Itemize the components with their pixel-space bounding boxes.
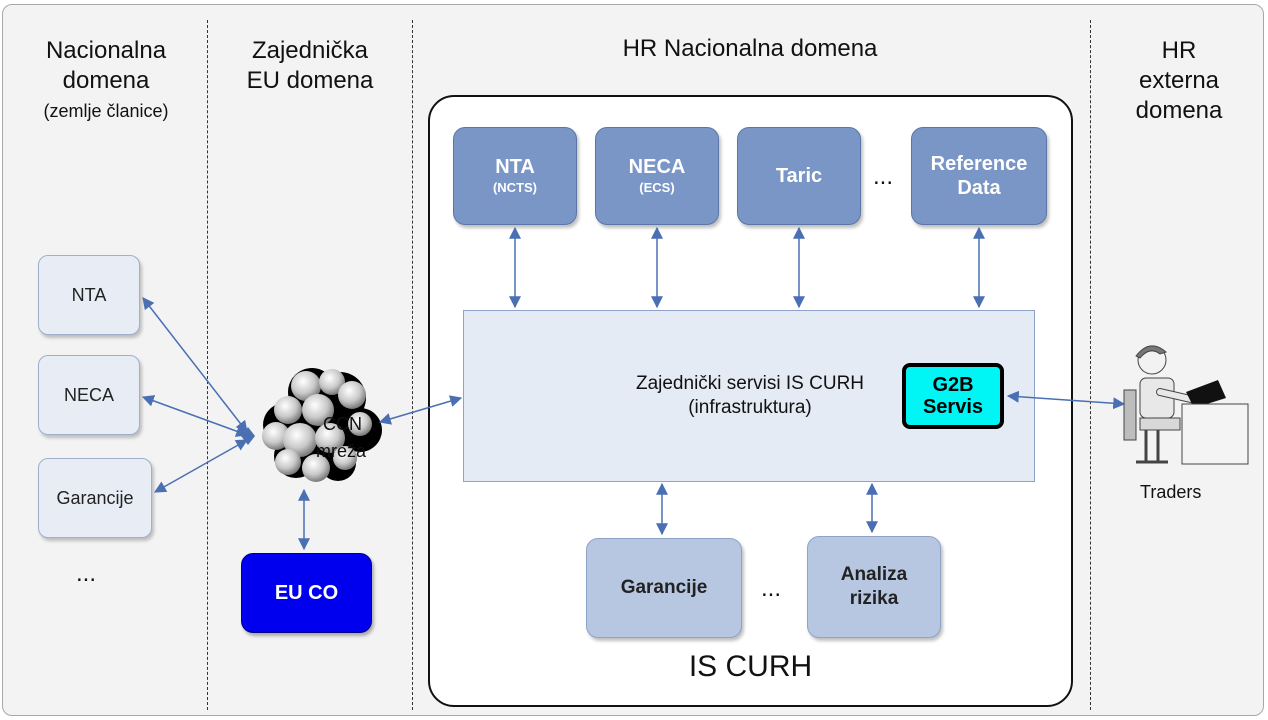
- g2b-line: Servis: [922, 396, 984, 418]
- module-sublabel: (NCTS): [492, 180, 538, 195]
- title-line: domena: [62, 67, 150, 94]
- title-line: EU domena: [246, 67, 374, 94]
- box-label: EU CO: [274, 581, 339, 604]
- member-ellipsis: ...: [76, 560, 97, 587]
- module-garancije: Garancije: [586, 538, 742, 638]
- divider-eu-hr: [412, 20, 413, 710]
- top-ellipsis: ...: [873, 163, 894, 190]
- ccn-line-1: CCN: [323, 414, 362, 434]
- column-title-hr-national: HR Nacionalna domena: [420, 34, 1080, 64]
- box-label: Garancije: [56, 487, 134, 508]
- module-label: Taric: [775, 165, 823, 187]
- module-taric: Taric: [737, 127, 861, 225]
- arrow-member-neca: [141, 395, 249, 437]
- module-reference-data: Reference Data: [911, 127, 1047, 225]
- arrow-g2b-traders: [1006, 390, 1126, 410]
- column-title-hr-external: HR externa domena: [1094, 36, 1264, 126]
- ccn-label: CCN mreža: [316, 414, 367, 461]
- title-line: HR Nacionalna domena: [622, 35, 878, 62]
- module-neca-ecs: NECA (ECS): [595, 127, 719, 225]
- module-analiza-rizika: Analiza rizika: [807, 536, 941, 638]
- traders-label: Traders: [1140, 482, 1201, 502]
- trader-icon: [1123, 345, 1249, 465]
- bottom-ellipsis: ...: [761, 575, 782, 602]
- eu-co-box: EU CO: [241, 553, 372, 633]
- column-title-national: Nacionalna domena (zemlje članice): [8, 36, 204, 126]
- divider-hr-external: [1090, 20, 1091, 710]
- ccn-network-icon: [262, 368, 382, 482]
- arrows: [141, 226, 1126, 551]
- module-label: Analiza rizika: [840, 564, 908, 609]
- member-neca-box: NECA: [38, 355, 140, 435]
- g2b-line: G2B: [932, 374, 974, 396]
- network-hub-icon: [241, 427, 255, 445]
- box-label: NECA: [63, 384, 114, 405]
- module-nta-ncts: NTA (NCTS): [453, 127, 577, 225]
- module-label: Garancije: [620, 577, 708, 598]
- title-line: Zajednička: [251, 37, 369, 64]
- module-label: Reference Data: [930, 153, 1028, 199]
- column-title-eu: Zajednička EU domena: [212, 36, 408, 96]
- member-garancije-box: Garancije: [38, 458, 152, 538]
- module-label: NECA: [628, 156, 686, 178]
- arrow-network-infra: [378, 395, 463, 425]
- member-nta-box: NTA: [38, 255, 140, 335]
- arrow-member-garancije: [153, 439, 249, 493]
- title-subline: (zemlje članice): [43, 101, 169, 121]
- infra-line: (infrastruktura): [688, 397, 812, 418]
- infrastructure-label: Zajednički servisi IS CURH (infrastruktu…: [560, 372, 940, 420]
- title-line: domena: [1135, 97, 1223, 124]
- title-line: Nacionalna: [45, 37, 167, 64]
- module-sublabel: (ECS): [639, 180, 675, 195]
- title-line: externa: [1138, 67, 1220, 94]
- box-label: NTA: [71, 284, 107, 305]
- arrow-member-nta: [142, 297, 248, 433]
- g2b-servis-box: G2B Servis: [902, 363, 1004, 429]
- module-label: NTA: [495, 156, 535, 178]
- infra-line: Zajednički servisi IS CURH: [635, 373, 865, 394]
- ccn-line-2: mreža: [316, 441, 367, 461]
- is-curh-title: IS CURH: [688, 650, 813, 683]
- title-line: HR: [1161, 37, 1197, 64]
